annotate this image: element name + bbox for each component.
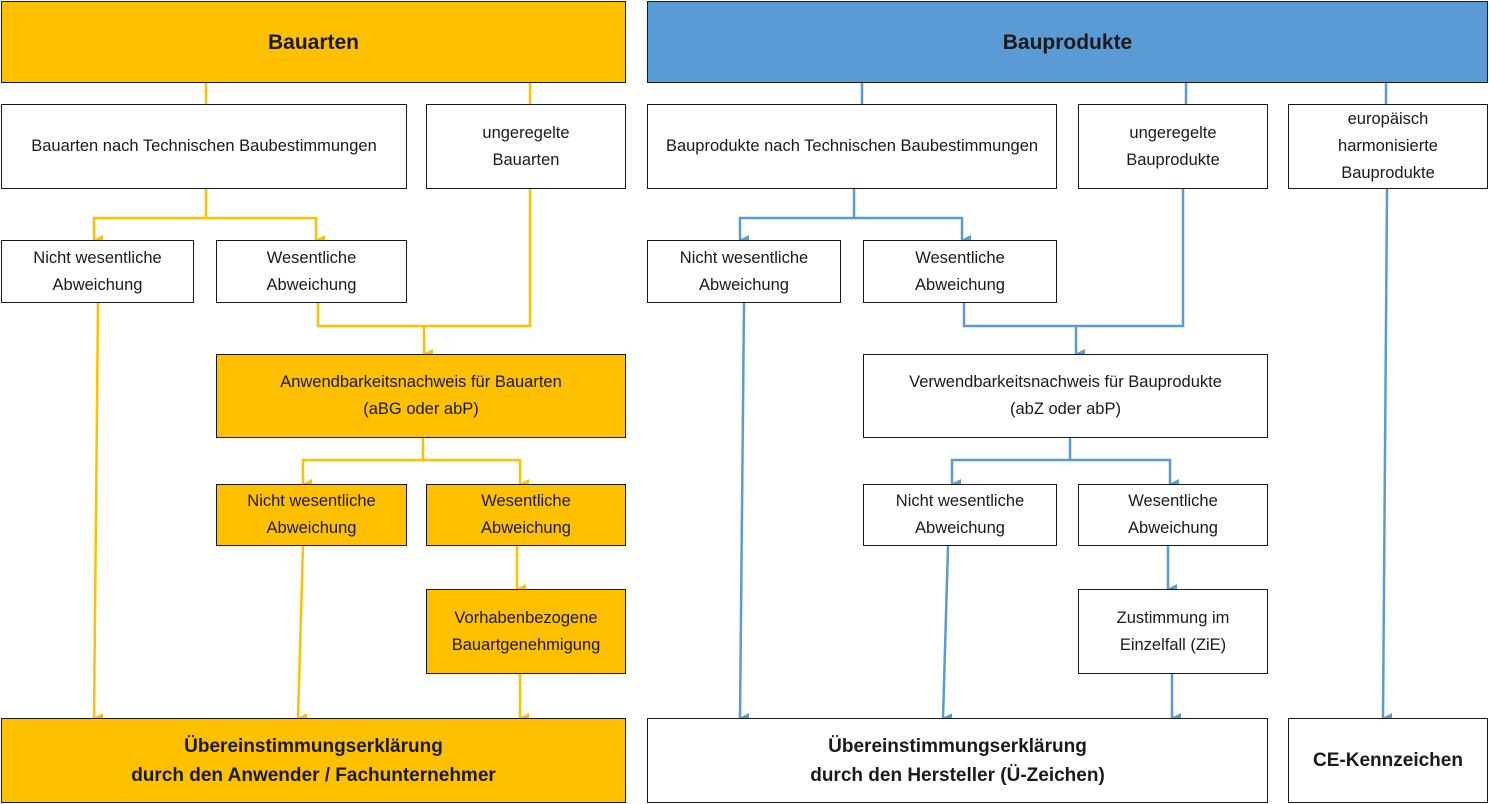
bauprodukte-nach-tb-box: Bauprodukte nach Technischen Baubestimmu…	[647, 104, 1057, 189]
zustimmung-im-einzelfall-box: Zustimmung im Einzelfall (ZiE)	[1078, 589, 1268, 674]
vorhabenbezogene-bauartgenehmigung-box: Vorhabenbezogene Bauartgenehmigung	[426, 589, 626, 674]
connector-line	[423, 458, 529, 489]
anwendbarkeit-nicht-wesentliche-abweichung: Nicht wesentliche Abweichung	[216, 484, 407, 546]
ungeregelte-bauarten-box: ungeregelte Bauarten	[426, 104, 626, 189]
connector-line	[301, 438, 425, 489]
connector-line	[296, 545, 308, 724]
connector-line	[738, 189, 856, 245]
verwendbarkeit-wesentliche-abweichung: Wesentliche Abweichung	[1078, 484, 1268, 546]
verwendbarkeitsnachweis-box: Verwendbarkeitsnachweis für Bauprodukte …	[863, 354, 1268, 438]
connector-line	[738, 302, 750, 724]
bauprodukte-wesentliche-abweichung: Wesentliche Abweichung	[863, 240, 1057, 303]
connector-line	[206, 216, 325, 245]
connector-line	[941, 545, 953, 724]
anwendbarkeit-wesentliche-abweichung: Wesentliche Abweichung	[426, 484, 626, 546]
uebereinstimmungserklaerung-anwender-box: Übereinstimmungserklärung durch den Anwe…	[1, 718, 626, 803]
bauarten-wesentliche-abweichung: Wesentliche Abweichung	[216, 240, 407, 303]
bauarten-header: Bauarten	[1, 1, 626, 83]
anwendbarkeitsnachweis-box: Anwendbarkeitsnachweis für Bauarten (aBG…	[216, 354, 626, 438]
bauarten-nach-tb-box: Bauarten nach Technischen Baubestimmunge…	[1, 104, 407, 189]
bauprodukte-header: Bauprodukte	[647, 1, 1488, 83]
uebereinstimmungserklaerung-hersteller-box: Übereinstimmungserklärung durch den Hers…	[647, 718, 1268, 803]
verwendbarkeit-nicht-wesentliche-abweichung: Nicht wesentliche Abweichung	[863, 484, 1057, 546]
connector-line	[854, 216, 971, 245]
ungeregelte-bauprodukte-box: ungeregelte Bauprodukte	[1078, 104, 1268, 189]
connector-line	[92, 189, 208, 245]
europaeisch-harmonisierte-bauprodukte-box: europäisch harmonisierte Bauprodukte	[1288, 104, 1488, 189]
connector-line	[1381, 188, 1393, 724]
connector-line	[950, 438, 1072, 489]
bauprodukte-nicht-wesentliche-abweichung: Nicht wesentliche Abweichung	[647, 240, 841, 303]
connector-line	[92, 302, 104, 724]
connector-line	[1070, 458, 1179, 489]
ce-kennzeichen-box: CE-Kennzeichen	[1288, 718, 1488, 803]
bauarten-nicht-wesentliche-abweichung: Nicht wesentliche Abweichung	[1, 240, 194, 303]
